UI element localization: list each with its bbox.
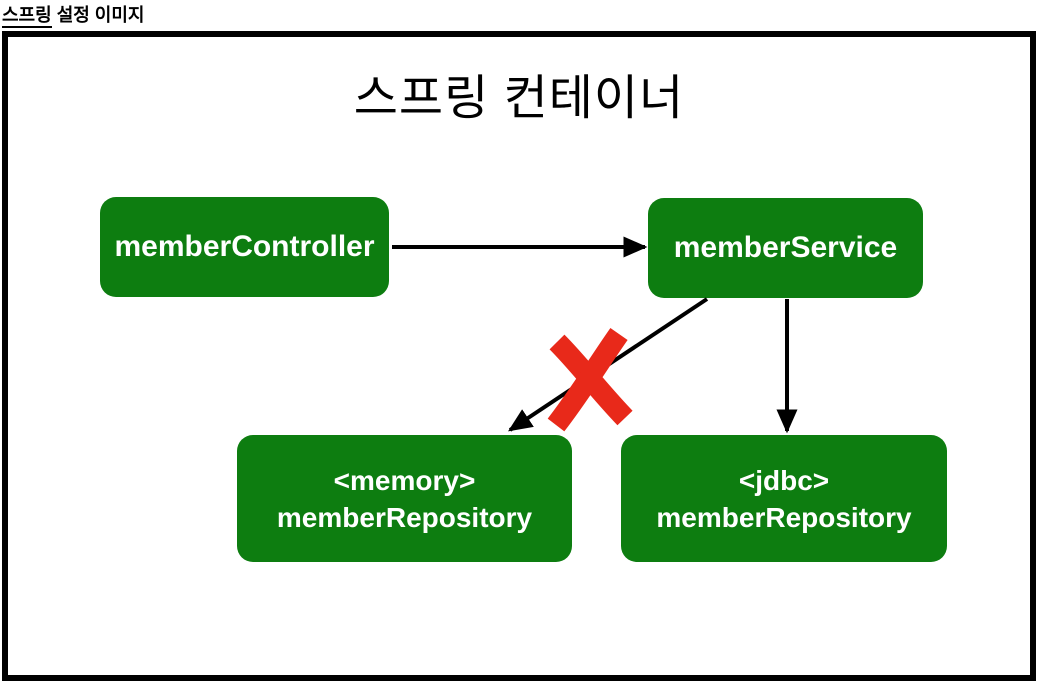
node-member-service-label: memberService [673,231,898,264]
node-memory-member-repository: <memory> memberRepository [237,435,572,562]
node-member-controller: memberController [100,197,389,297]
node-member-service: memberService [648,198,923,298]
document-heading-underlined-part: 스프링 [2,5,52,28]
document-heading: 스프링 설정 이미지 [2,1,145,28]
spring-container-title: 스프링 컨테이너 [353,72,685,125]
node-memory-member-repository-type: <memory> [333,464,476,496]
node-jdbc-member-repository-type: <jdbc> [738,464,830,496]
spring-container-box [2,31,1036,681]
node-memory-member-repository-label: memberRepository [276,501,533,533]
node-jdbc-member-repository-label: memberRepository [656,501,912,533]
node-member-controller-label: memberController [114,230,375,263]
document-heading-rest-part: 설정 이미지 [51,5,145,25]
node-jdbc-member-repository: <jdbc> memberRepository [621,435,947,562]
